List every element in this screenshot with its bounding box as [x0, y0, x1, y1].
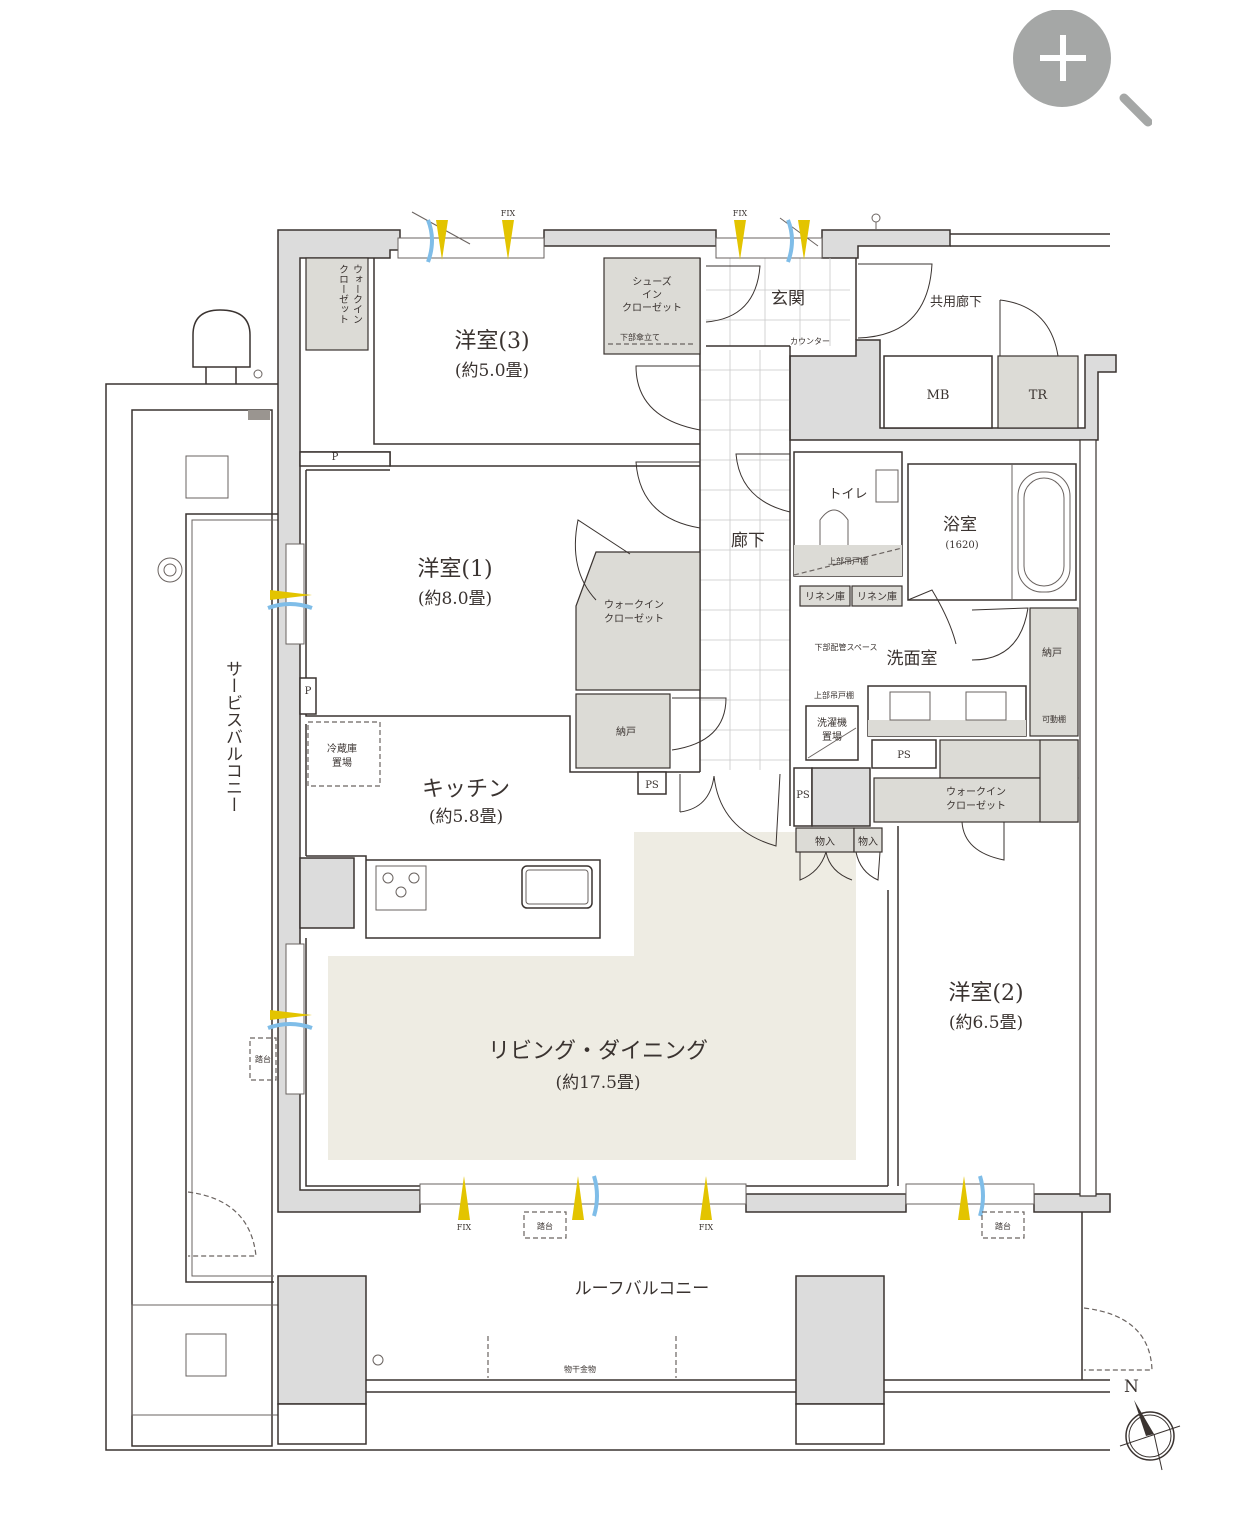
storage-label-1: 納戸	[616, 725, 636, 738]
wic3-label-1: ウォークイン	[351, 264, 363, 324]
room-western2-name: 洋室(2)	[948, 981, 1023, 1006]
fix-label-3: FIX	[457, 1223, 472, 1232]
fix-label-4: FIX	[699, 1223, 714, 1232]
room-western2-size: (約6.5畳)	[949, 1013, 1023, 1033]
upper-cabinet-toilet-label: 上部吊戸棚	[828, 556, 868, 566]
movable-shelf-label: 可動棚	[1042, 714, 1066, 724]
fridge-label-1: 冷蔵庫	[327, 742, 357, 755]
room-entrance-name: 玄関	[771, 289, 805, 309]
step-label-3: 踏台	[255, 1054, 271, 1064]
north-compass-icon: N	[1119, 1377, 1181, 1471]
wic1-label-1: ウォークイン	[604, 599, 664, 611]
tr-label: TR	[1029, 388, 1049, 403]
mb-label: MB	[927, 388, 950, 403]
room-roof-balcony-name: ルーフバルコニー	[575, 1279, 710, 1299]
service-balcony	[105, 309, 1110, 1451]
room-bath-name: 浴室	[943, 515, 977, 535]
room-living-size: (約17.5畳)	[555, 1073, 640, 1093]
wic3-label-2: クローゼット	[337, 264, 349, 324]
storage-label-2: 納戸	[1042, 646, 1062, 659]
laundry-hardware-label: 物干金物	[564, 1364, 596, 1374]
living-dining-floor	[328, 832, 856, 1160]
wic2-label-1: ウォークイン	[946, 786, 1006, 798]
lower-pipe-space-label: 下部配管スペース	[814, 642, 877, 652]
north-label: N	[1124, 1377, 1139, 1397]
doors	[574, 263, 1059, 881]
room-shared-corridor-name: 共用廊下	[930, 294, 982, 310]
p-label-2: P	[305, 686, 312, 697]
closet2-label: 物入	[858, 835, 878, 848]
room-western1-size: (約8.0畳)	[418, 589, 492, 609]
counter-label: カウンター	[790, 337, 830, 346]
room-western3-name: 洋室(3)	[454, 329, 529, 354]
shoes-closet-label-2: イン	[642, 290, 662, 301]
fridge-label-2: 置場	[332, 756, 352, 769]
linen2-label: リネン庫	[857, 590, 897, 603]
room-living-name: リビング・ダイニング	[488, 1039, 708, 1064]
room-service-balcony-name: サービスバルコニー	[222, 660, 242, 813]
step-label-1: 踏台	[537, 1221, 553, 1231]
wic1-label-2: クローゼット	[604, 613, 664, 625]
room-western1-name: 洋室(1)	[417, 557, 492, 582]
shoes-closet-label-1: シューズ	[632, 275, 672, 288]
fix-label-1: FIX	[501, 209, 516, 218]
zoom-in-magnifier-icon	[1013, 10, 1152, 127]
linen1-label: リネン庫	[805, 590, 845, 603]
room-corridor-name: 廊下	[731, 531, 765, 551]
washer-label-1: 洗濯機	[817, 716, 847, 729]
umbrella-label: 下部傘立て	[620, 332, 660, 342]
roof-balcony	[249, 1037, 1153, 1445]
p-label-1: P	[332, 452, 339, 463]
room-toilet-name: トイレ	[828, 487, 867, 502]
ventilation-marks	[267, 219, 985, 1217]
room-kitchen-name: キッチン	[422, 777, 510, 802]
room-bath-size: (1620)	[945, 540, 978, 551]
step-label-2: 踏台	[995, 1221, 1011, 1231]
ps-label-2: PS	[897, 750, 911, 761]
room-western3-size: (約5.0畳)	[455, 361, 529, 381]
fix-label-2: FIX	[733, 209, 748, 218]
washer-label-2: 置場	[822, 730, 842, 743]
shoes-closet-label-3: クローゼット	[622, 302, 682, 314]
closet1-label: 物入	[815, 835, 835, 848]
zoom-in-button[interactable]	[1012, 10, 1152, 130]
room-washroom-name: 洗面室	[887, 649, 938, 669]
ps-label-1: PS	[645, 780, 659, 791]
ps-label-3: PS	[796, 790, 810, 801]
wic2-label-2: クローゼット	[946, 800, 1006, 812]
room-kitchen-size: (約5.8畳)	[429, 807, 503, 827]
window-markers	[270, 220, 970, 1220]
exterior-walls	[277, 213, 1117, 1213]
upper-cabinet-label: 上部吊戸棚	[814, 690, 854, 700]
room-outlines	[299, 257, 1079, 1187]
